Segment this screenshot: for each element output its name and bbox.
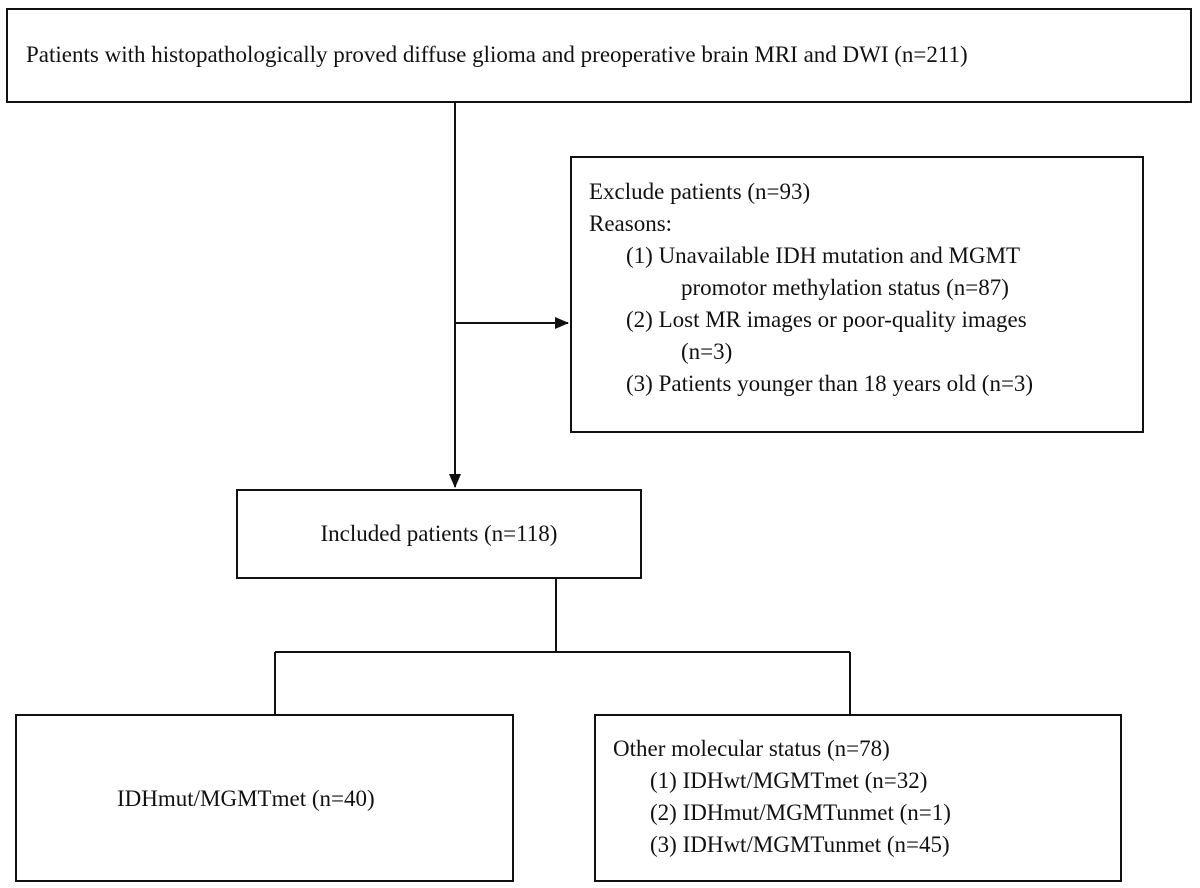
- reason-2-line-2: (n=3): [681, 339, 733, 364]
- reason-2-line-1: (2) Lost MR images or poor-quality image…: [626, 307, 1027, 332]
- other-status-item-2: (2) IDHmut/MGMTunmet (n=1): [650, 800, 951, 825]
- excluded-patients-content: Exclude patients (n=93) Reasons: (1) Una…: [589, 176, 1033, 400]
- other-molecular-status-title: Other molecular status (n=78): [613, 736, 890, 761]
- other-status-item-3: (3) IDHwt/MGMTunmet (n=45): [650, 832, 950, 857]
- other-molecular-status-box: Other molecular status (n=78) (1) IDHwt/…: [594, 714, 1122, 882]
- reasons-label: Reasons:: [589, 211, 673, 236]
- excluded-patients-box: Exclude patients (n=93) Reasons: (1) Una…: [570, 156, 1144, 433]
- other-molecular-status-content: Other molecular status (n=78) (1) IDHwt/…: [613, 733, 951, 861]
- enrolled-patients-box: Patients with histopathologically proved…: [6, 8, 1192, 103]
- reason-1-line-1: (1) Unavailable IDH mutation and MGMT: [626, 243, 1021, 268]
- included-patients-text: Included patients (n=118): [320, 521, 558, 546]
- idhmut-mgmtmet-box: IDHmut/MGMTmet (n=40): [15, 714, 514, 882]
- idhmut-mgmtmet-text: IDHmut/MGMTmet (n=40): [117, 786, 375, 811]
- other-status-item-1: (1) IDHwt/MGMTmet (n=32): [650, 768, 928, 793]
- reason-1-line-2: promotor methylation status (n=87): [681, 275, 1009, 300]
- included-patients-box: Included patients (n=118): [236, 489, 642, 579]
- enrolled-patients-text: Patients with histopathologically proved…: [26, 42, 968, 67]
- excluded-patients-title: Exclude patients (n=93): [589, 179, 811, 204]
- reason-3: (3) Patients younger than 18 years old (…: [626, 371, 1034, 396]
